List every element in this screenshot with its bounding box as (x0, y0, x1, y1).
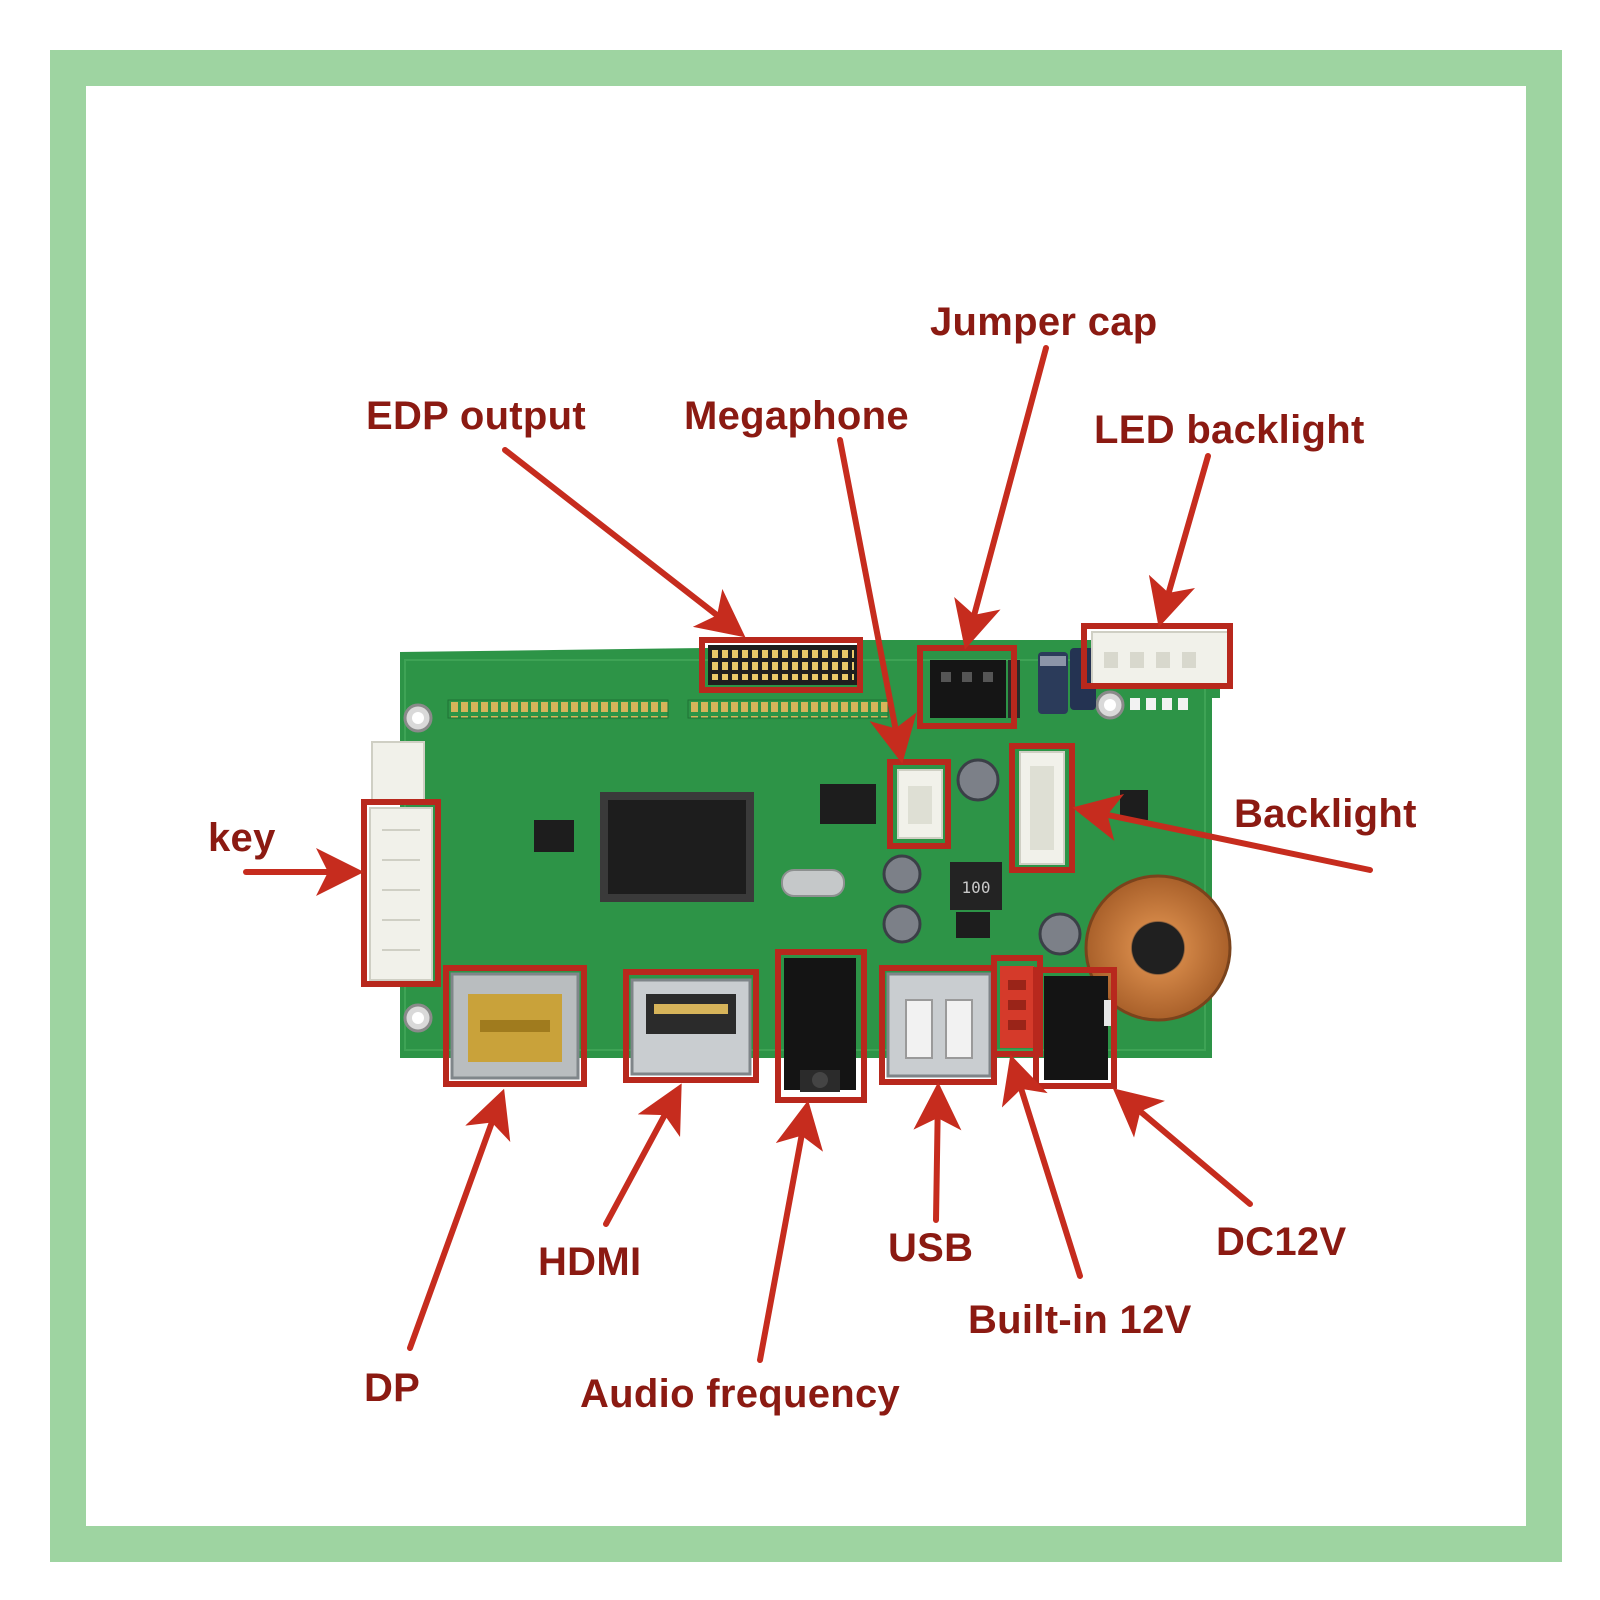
label-built-in-12v: Built-in 12V (968, 1298, 1192, 1342)
key-box (361, 799, 441, 987)
toroid-coil (1084, 874, 1232, 1022)
edp-output-arrow (502, 447, 746, 638)
usb-arrow (913, 1082, 962, 1223)
dp-box (443, 965, 587, 1087)
jumper-cap-arrow (954, 345, 1049, 650)
backlight-connector (1019, 751, 1065, 865)
dp-port (450, 972, 580, 1080)
inductor-marking: 100 (962, 878, 991, 897)
backlight-arrow (1072, 793, 1373, 873)
edp-connector (708, 645, 858, 685)
built-in-12v-box (991, 955, 1043, 1057)
label-dp: DP (364, 1366, 421, 1410)
capacitors-top (1038, 648, 1096, 714)
smd-inductor: 100 (950, 862, 1002, 910)
label-backlight: Backlight (1234, 792, 1417, 836)
small-ics (534, 784, 1148, 938)
key-connector (369, 741, 433, 981)
mounting-holes (403, 690, 1125, 1033)
crystal (781, 869, 845, 897)
dc-jack (1044, 976, 1116, 1080)
led-backlight-arrow (1148, 453, 1211, 628)
label-usb: USB (888, 1226, 974, 1270)
dc12v-box (1033, 967, 1117, 1089)
hdmi-box (623, 969, 759, 1083)
hdmi-arrow (603, 1083, 682, 1227)
label-audio-frequency: Audio frequency (580, 1372, 901, 1416)
led-backlight-connector (1091, 631, 1229, 685)
audio-box (775, 949, 867, 1103)
label-edp-output: EDP output (366, 394, 587, 438)
label-hdmi: HDMI (538, 1240, 642, 1284)
dp-arrow (407, 1088, 511, 1351)
built-in-12v-arrow (1001, 1054, 1083, 1279)
audio-frequency-arrow (757, 1100, 824, 1363)
highlight-boxes (361, 623, 1233, 1103)
label-dc12v: DC12V (1216, 1220, 1347, 1264)
smd-pads (1130, 698, 1188, 710)
label-key: key (208, 816, 276, 860)
pad-header-row (447, 699, 889, 719)
main-chip (600, 792, 754, 902)
megaphone-connector (897, 769, 943, 839)
megaphone-arrow (837, 437, 917, 764)
backlight-box (1009, 743, 1075, 873)
usb-port (886, 972, 992, 1078)
megaphone-box (887, 759, 951, 849)
audio-jack (784, 958, 856, 1092)
built-in-12v-connector (1000, 966, 1034, 1048)
label-megaphone: Megaphone (684, 394, 909, 438)
callout-arrows (243, 345, 1373, 1363)
green-frame-border (50, 50, 1562, 1562)
hdmi-port (630, 978, 752, 1076)
dc12v-arrow (1112, 1088, 1253, 1207)
capacitors-middle (882, 758, 1082, 956)
edp-output-box (699, 637, 863, 693)
label-jumper-cap: Jumper cap (930, 300, 1158, 344)
label-led-backlight: LED backlight (1094, 408, 1365, 452)
